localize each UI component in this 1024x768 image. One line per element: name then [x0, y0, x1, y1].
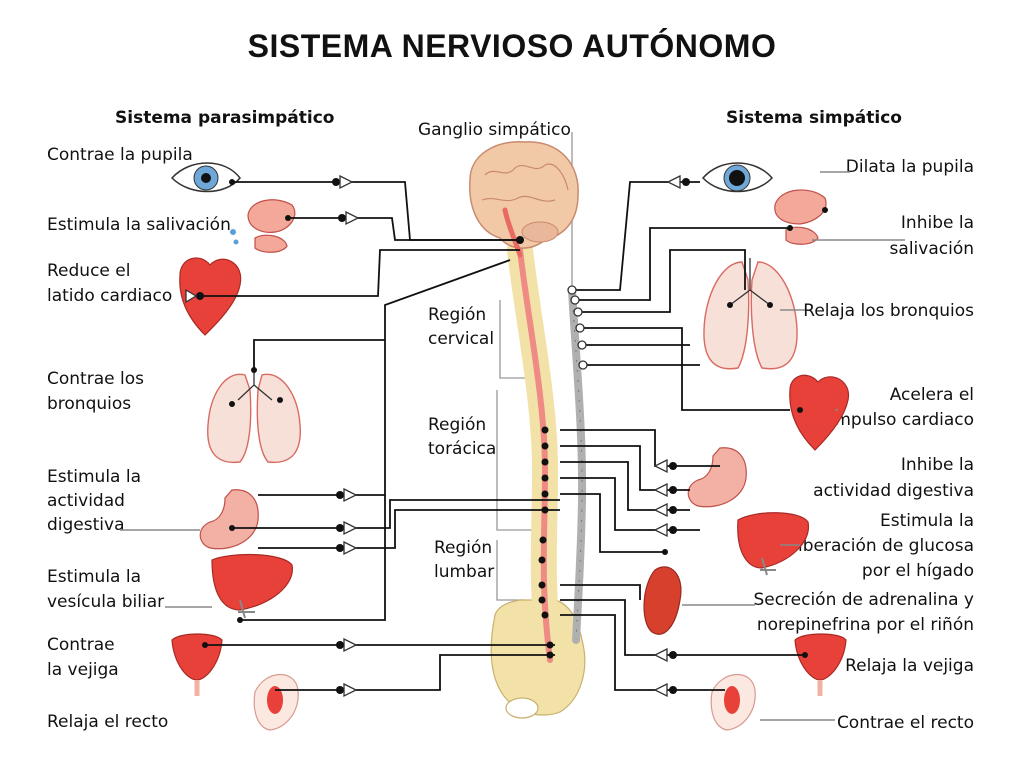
- parasympathetic-header: Sistema parasimpático: [115, 108, 334, 128]
- spinal-cord-icon: [507, 237, 563, 673]
- brain-icon: [469, 141, 579, 258]
- svg-text:Estimula la salivación: Estimula la salivación: [47, 215, 231, 235]
- para-effect-digestive: Estimula la actividad digestiva: [47, 467, 141, 535]
- svg-text:latido cardiaco: latido cardiaco: [47, 286, 172, 306]
- svg-text:digestiva: digestiva: [47, 515, 125, 535]
- para-effect-bladder: Contrae la vejiga: [47, 635, 119, 680]
- symp-effect-bladder: Relaja la vejiga: [845, 656, 974, 676]
- svg-text:Contrae los: Contrae los: [47, 369, 144, 389]
- stomach-icon: [199, 489, 259, 550]
- region-lumbar-label: Región lumbar: [434, 538, 494, 582]
- para-effect-heart: Reduce el latido cardiaco: [47, 261, 172, 306]
- bladder-icon: [171, 633, 223, 696]
- symp-effect-bronchi: Relaja los bronquios: [803, 301, 974, 321]
- svg-text:liberación de glucosa: liberación de glucosa: [793, 536, 974, 556]
- sympathetic-chain-icon: [568, 286, 587, 644]
- svg-text:vesícula biliar: vesícula biliar: [47, 592, 164, 612]
- svg-text:Estimula la: Estimula la: [880, 511, 974, 531]
- svg-text:Relaja el recto: Relaja el recto: [47, 712, 168, 732]
- svg-text:Contrae el recto: Contrae el recto: [837, 713, 974, 733]
- svg-text:bronquios: bronquios: [47, 394, 131, 414]
- bladder-icon: [794, 633, 847, 696]
- svg-text:Contrae la pupila: Contrae la pupila: [47, 145, 193, 165]
- svg-text:Inhibe la: Inhibe la: [901, 455, 974, 475]
- lungs-icon: [703, 258, 798, 370]
- svg-text:cervical: cervical: [428, 329, 494, 349]
- svg-text:lumbar: lumbar: [434, 562, 494, 582]
- symp-effect-salivation: Inhibe la salivación: [890, 213, 974, 259]
- para-effect-pupil: Contrae la pupila: [47, 145, 193, 165]
- symp-effect-heart: Acelera el impulso cardiaco: [830, 385, 974, 430]
- eye-icon: [701, 162, 774, 193]
- rectum-icon: [253, 673, 299, 731]
- parasympathetic-nerves: [120, 181, 560, 691]
- sympathetic-header: Sistema simpático: [726, 108, 902, 128]
- para-effect-rectum: Relaja el recto: [47, 712, 168, 732]
- symp-effect-digestive: Inhibe la actividad digestiva: [813, 455, 974, 501]
- svg-text:Relaja los bronquios: Relaja los bronquios: [803, 301, 974, 321]
- liver-icon: [211, 553, 293, 619]
- svg-text:por el hígado: por el hígado: [862, 561, 974, 581]
- para-effect-gallbladder: Estimula la vesícula biliar: [47, 567, 164, 612]
- symp-effect-rectum: Contrae el recto: [837, 713, 974, 733]
- svg-text:Región: Región: [428, 305, 486, 325]
- symp-effect-kidney: Secreción de adrenalina y norepinefrina …: [753, 590, 974, 635]
- page-title: SISTEMA NERVIOSO AUTÓNOMO: [247, 28, 777, 64]
- svg-text:Inhibe la: Inhibe la: [901, 213, 974, 233]
- svg-text:Secreción de adrenalina y: Secreción de adrenalina y: [753, 590, 974, 610]
- svg-text:salivación: salivación: [890, 239, 974, 259]
- kidney-icon: [643, 566, 682, 635]
- heart-icon: [789, 374, 849, 451]
- sympathetic-nerves: [560, 171, 905, 721]
- svg-text:Estimula la: Estimula la: [47, 567, 141, 587]
- svg-text:la vejiga: la vejiga: [47, 660, 119, 680]
- region-cervical-label: Región cervical: [428, 305, 494, 349]
- eye-icon: [170, 162, 241, 193]
- ganglia-markers: [185, 174, 828, 698]
- svg-text:torácica: torácica: [428, 439, 496, 459]
- symp-effect-liver: Estimula la liberación de glucosa por el…: [793, 511, 974, 581]
- svg-text:actividad: actividad: [47, 491, 125, 511]
- svg-text:actividad digestiva: actividad digestiva: [813, 481, 974, 501]
- svg-text:impulso cardiaco: impulso cardiaco: [830, 410, 974, 430]
- region-thoracic-label: Región torácica: [428, 415, 496, 459]
- svg-text:Acelera el: Acelera el: [890, 385, 974, 405]
- svg-text:Estimula la: Estimula la: [47, 467, 141, 487]
- symp-effect-pupil: Dilata la pupila: [846, 157, 974, 177]
- stomach-icon: [687, 447, 747, 508]
- svg-text:Región: Región: [434, 538, 492, 558]
- rectum-icon: [710, 673, 756, 731]
- svg-text:norepinefrina por el riñón: norepinefrina por el riñón: [757, 615, 974, 635]
- para-effect-bronchi: Contrae los bronquios: [47, 369, 144, 414]
- lungs-icon: [207, 360, 301, 464]
- para-effect-salivation: Estimula la salivación: [47, 215, 231, 235]
- ganglion-label: Ganglio simpático: [418, 120, 571, 140]
- svg-text:Contrae: Contrae: [47, 635, 115, 655]
- salivary-gland-icon: [230, 199, 296, 253]
- svg-text:Región: Región: [428, 415, 486, 435]
- svg-text:Reduce el: Reduce el: [47, 261, 130, 281]
- svg-text:Relaja la vejiga: Relaja la vejiga: [845, 656, 974, 676]
- svg-text:Dilata la pupila: Dilata la pupila: [846, 157, 974, 177]
- liver-icon: [737, 512, 809, 576]
- salivary-gland-icon: [774, 189, 827, 245]
